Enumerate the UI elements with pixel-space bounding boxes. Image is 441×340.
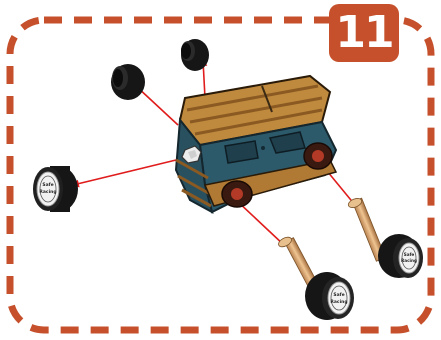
arrow-wheel-left-top — [134, 84, 179, 126]
svg-text:Racing: Racing — [330, 299, 347, 305]
step-badge: 11 — [329, 4, 399, 62]
axle-cap — [181, 145, 202, 164]
step-number: 11 — [335, 7, 394, 58]
axle-rear — [347, 197, 387, 262]
wheel-rear: Safe Racing — [378, 234, 423, 278]
dashed-frame — [6, 16, 435, 334]
arrow-wheel-left — [71, 159, 177, 188]
wheel-top-left — [111, 64, 145, 100]
wheel-top — [181, 39, 209, 71]
wheel-left: Safe Racing — [33, 166, 78, 212]
wheel-front: Safe Racing — [305, 272, 354, 320]
svg-text:Safe: Safe — [404, 252, 415, 257]
car-body — [174, 74, 338, 214]
arrow-axle-front — [234, 198, 286, 247]
svg-text:Racing: Racing — [39, 189, 56, 195]
svg-text:Racing: Racing — [401, 258, 417, 263]
svg-text:Safe: Safe — [333, 292, 344, 298]
hub-text-left: Safe — [42, 182, 53, 188]
